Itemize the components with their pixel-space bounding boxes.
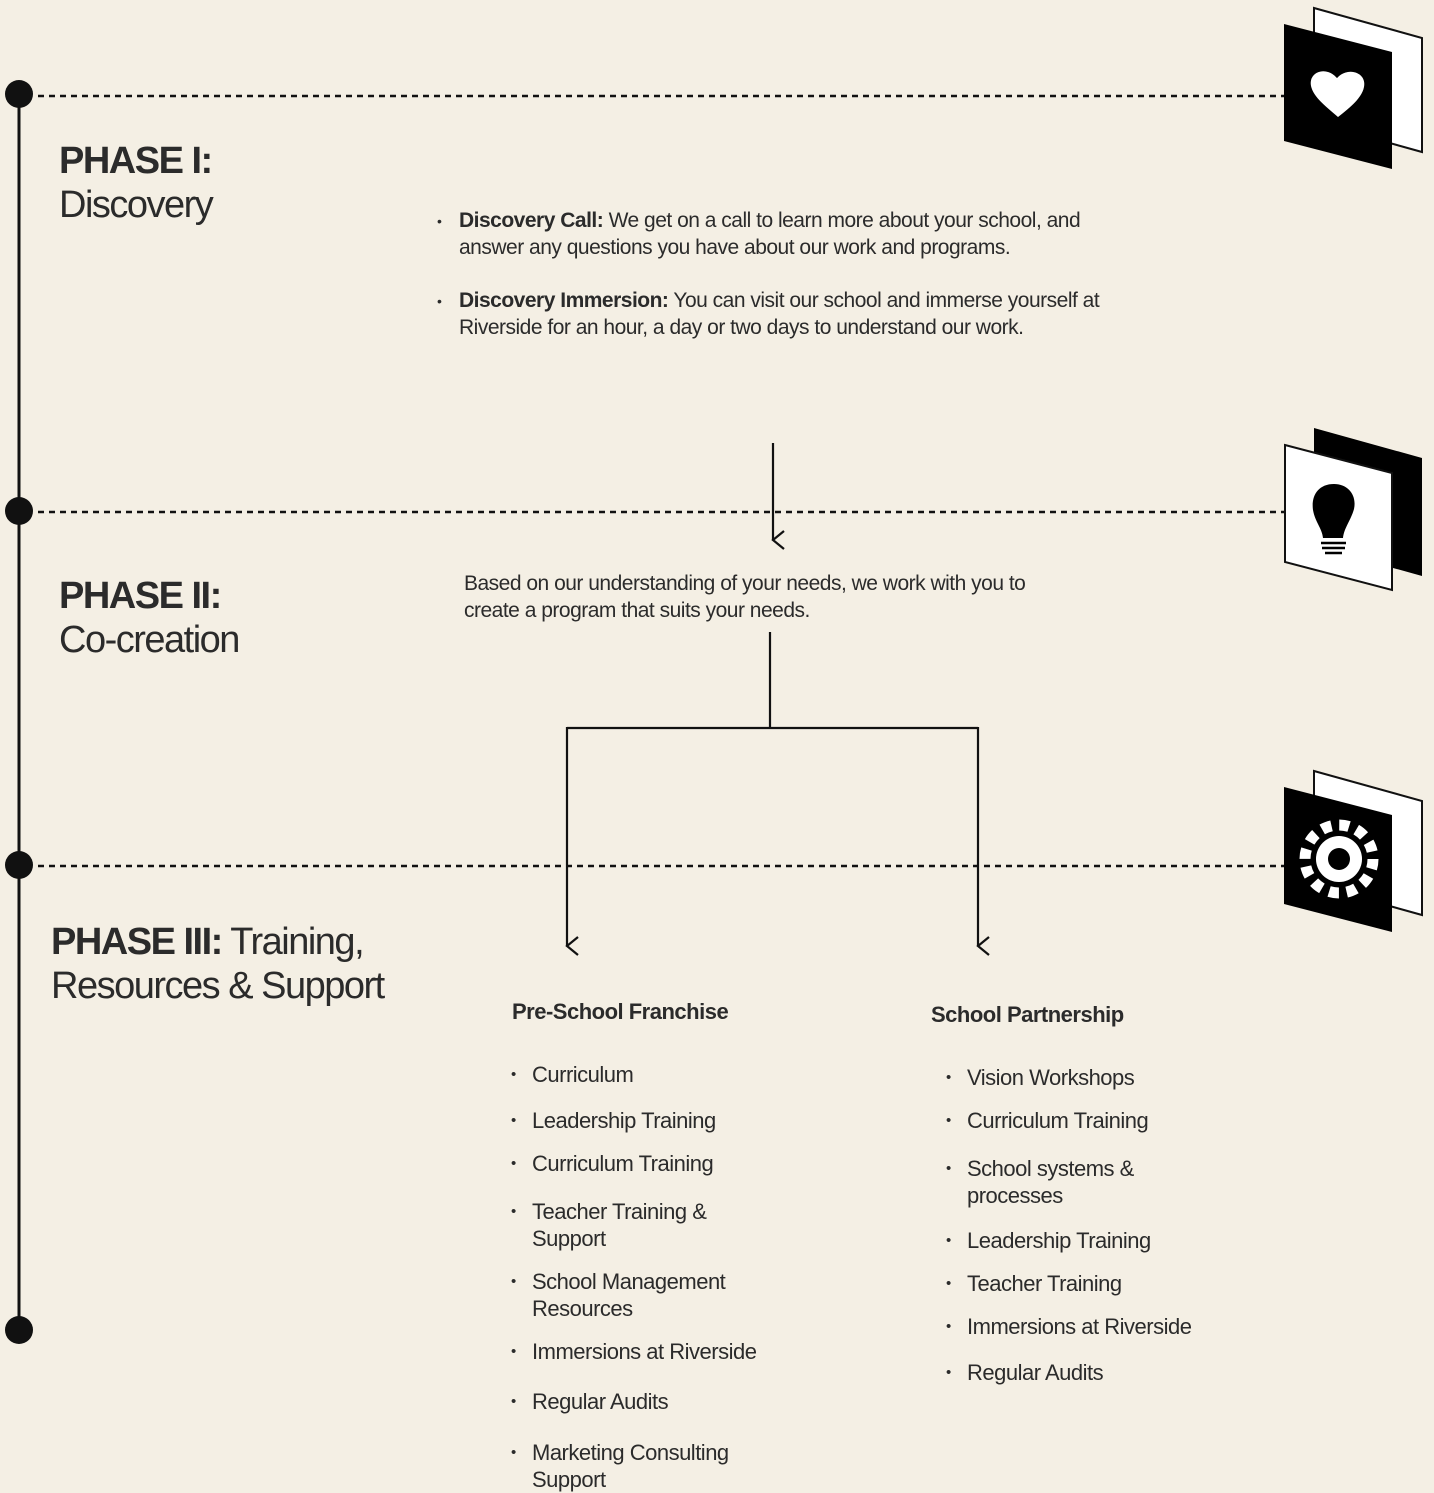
school-partnership-list: Vision Workshops Curriculum Training Sch… <box>946 1064 1246 1386</box>
list-item: School Management Resources <box>511 1268 752 1322</box>
discovery-list: Discovery Call: We get on a call to lear… <box>437 207 1137 367</box>
list-item: Regular Audits <box>946 1359 1246 1386</box>
phase-2-name: Co-creation <box>59 618 240 661</box>
phase-1-name: Discovery <box>59 183 214 226</box>
list-item: Leadership Training <box>946 1227 1246 1254</box>
phase-2-title: PHASE II: Co-creation <box>59 575 240 662</box>
cocreation-description: Based on our understanding of your needs… <box>464 572 1026 622</box>
discovery-item: Discovery Call: We get on a call to lear… <box>437 207 1137 261</box>
list-item: Teacher Training <box>946 1270 1246 1297</box>
list-item: Leadership Training <box>511 1107 811 1134</box>
lightbulb-icon <box>1284 428 1422 592</box>
preschool-franchise-list: Curriculum Leadership Training Curriculu… <box>511 1061 811 1493</box>
phase-3-name: Training, Resources & Support <box>51 921 385 1007</box>
flow-connector-split <box>567 632 978 730</box>
school-partnership-title: School Partnership <box>931 1002 1124 1027</box>
list-item: School systems & processes <box>946 1155 1157 1209</box>
timeline-node-3 <box>5 851 33 879</box>
list-item: Curriculum Training <box>511 1150 811 1177</box>
list-item: Immersions at Riverside <box>511 1338 811 1365</box>
phase-3-label: PHASE III: <box>51 921 223 963</box>
heart-icon <box>1284 6 1423 169</box>
list-item: Regular Audits <box>511 1388 811 1415</box>
phase-2-label: PHASE II: <box>59 575 222 617</box>
discovery-item-text: We get on a call to learn more about you… <box>459 209 1081 259</box>
list-item: Teacher Training & Support <box>511 1198 712 1252</box>
timeline-node-2 <box>5 497 33 525</box>
list-item: Marketing Consulting Support <box>511 1439 752 1493</box>
discovery-item-title: Discovery Call: <box>459 209 604 232</box>
phase-1-label: PHASE I: <box>59 140 213 182</box>
discovery-item-text: You can visit our school and immerse you… <box>459 289 1100 339</box>
list-item: Immersions at Riverside <box>946 1313 1246 1340</box>
preschool-franchise-title: Pre-School Franchise <box>512 999 729 1024</box>
list-item: Curriculum Training <box>946 1107 1246 1134</box>
timeline-node-4 <box>5 1316 33 1344</box>
phase-3-title: PHASE III: Training, Resources & Support <box>51 921 471 1008</box>
timeline-node-1 <box>5 80 33 108</box>
discovery-item: Discovery Immersion: You can visit our s… <box>437 287 1137 341</box>
gear-icon <box>1284 769 1423 932</box>
discovery-item-title: Discovery Immersion: <box>459 289 669 312</box>
list-item: Vision Workshops <box>946 1064 1246 1091</box>
phase-1-title: PHASE I: Discovery <box>59 140 214 227</box>
list-item: Curriculum <box>511 1061 811 1088</box>
